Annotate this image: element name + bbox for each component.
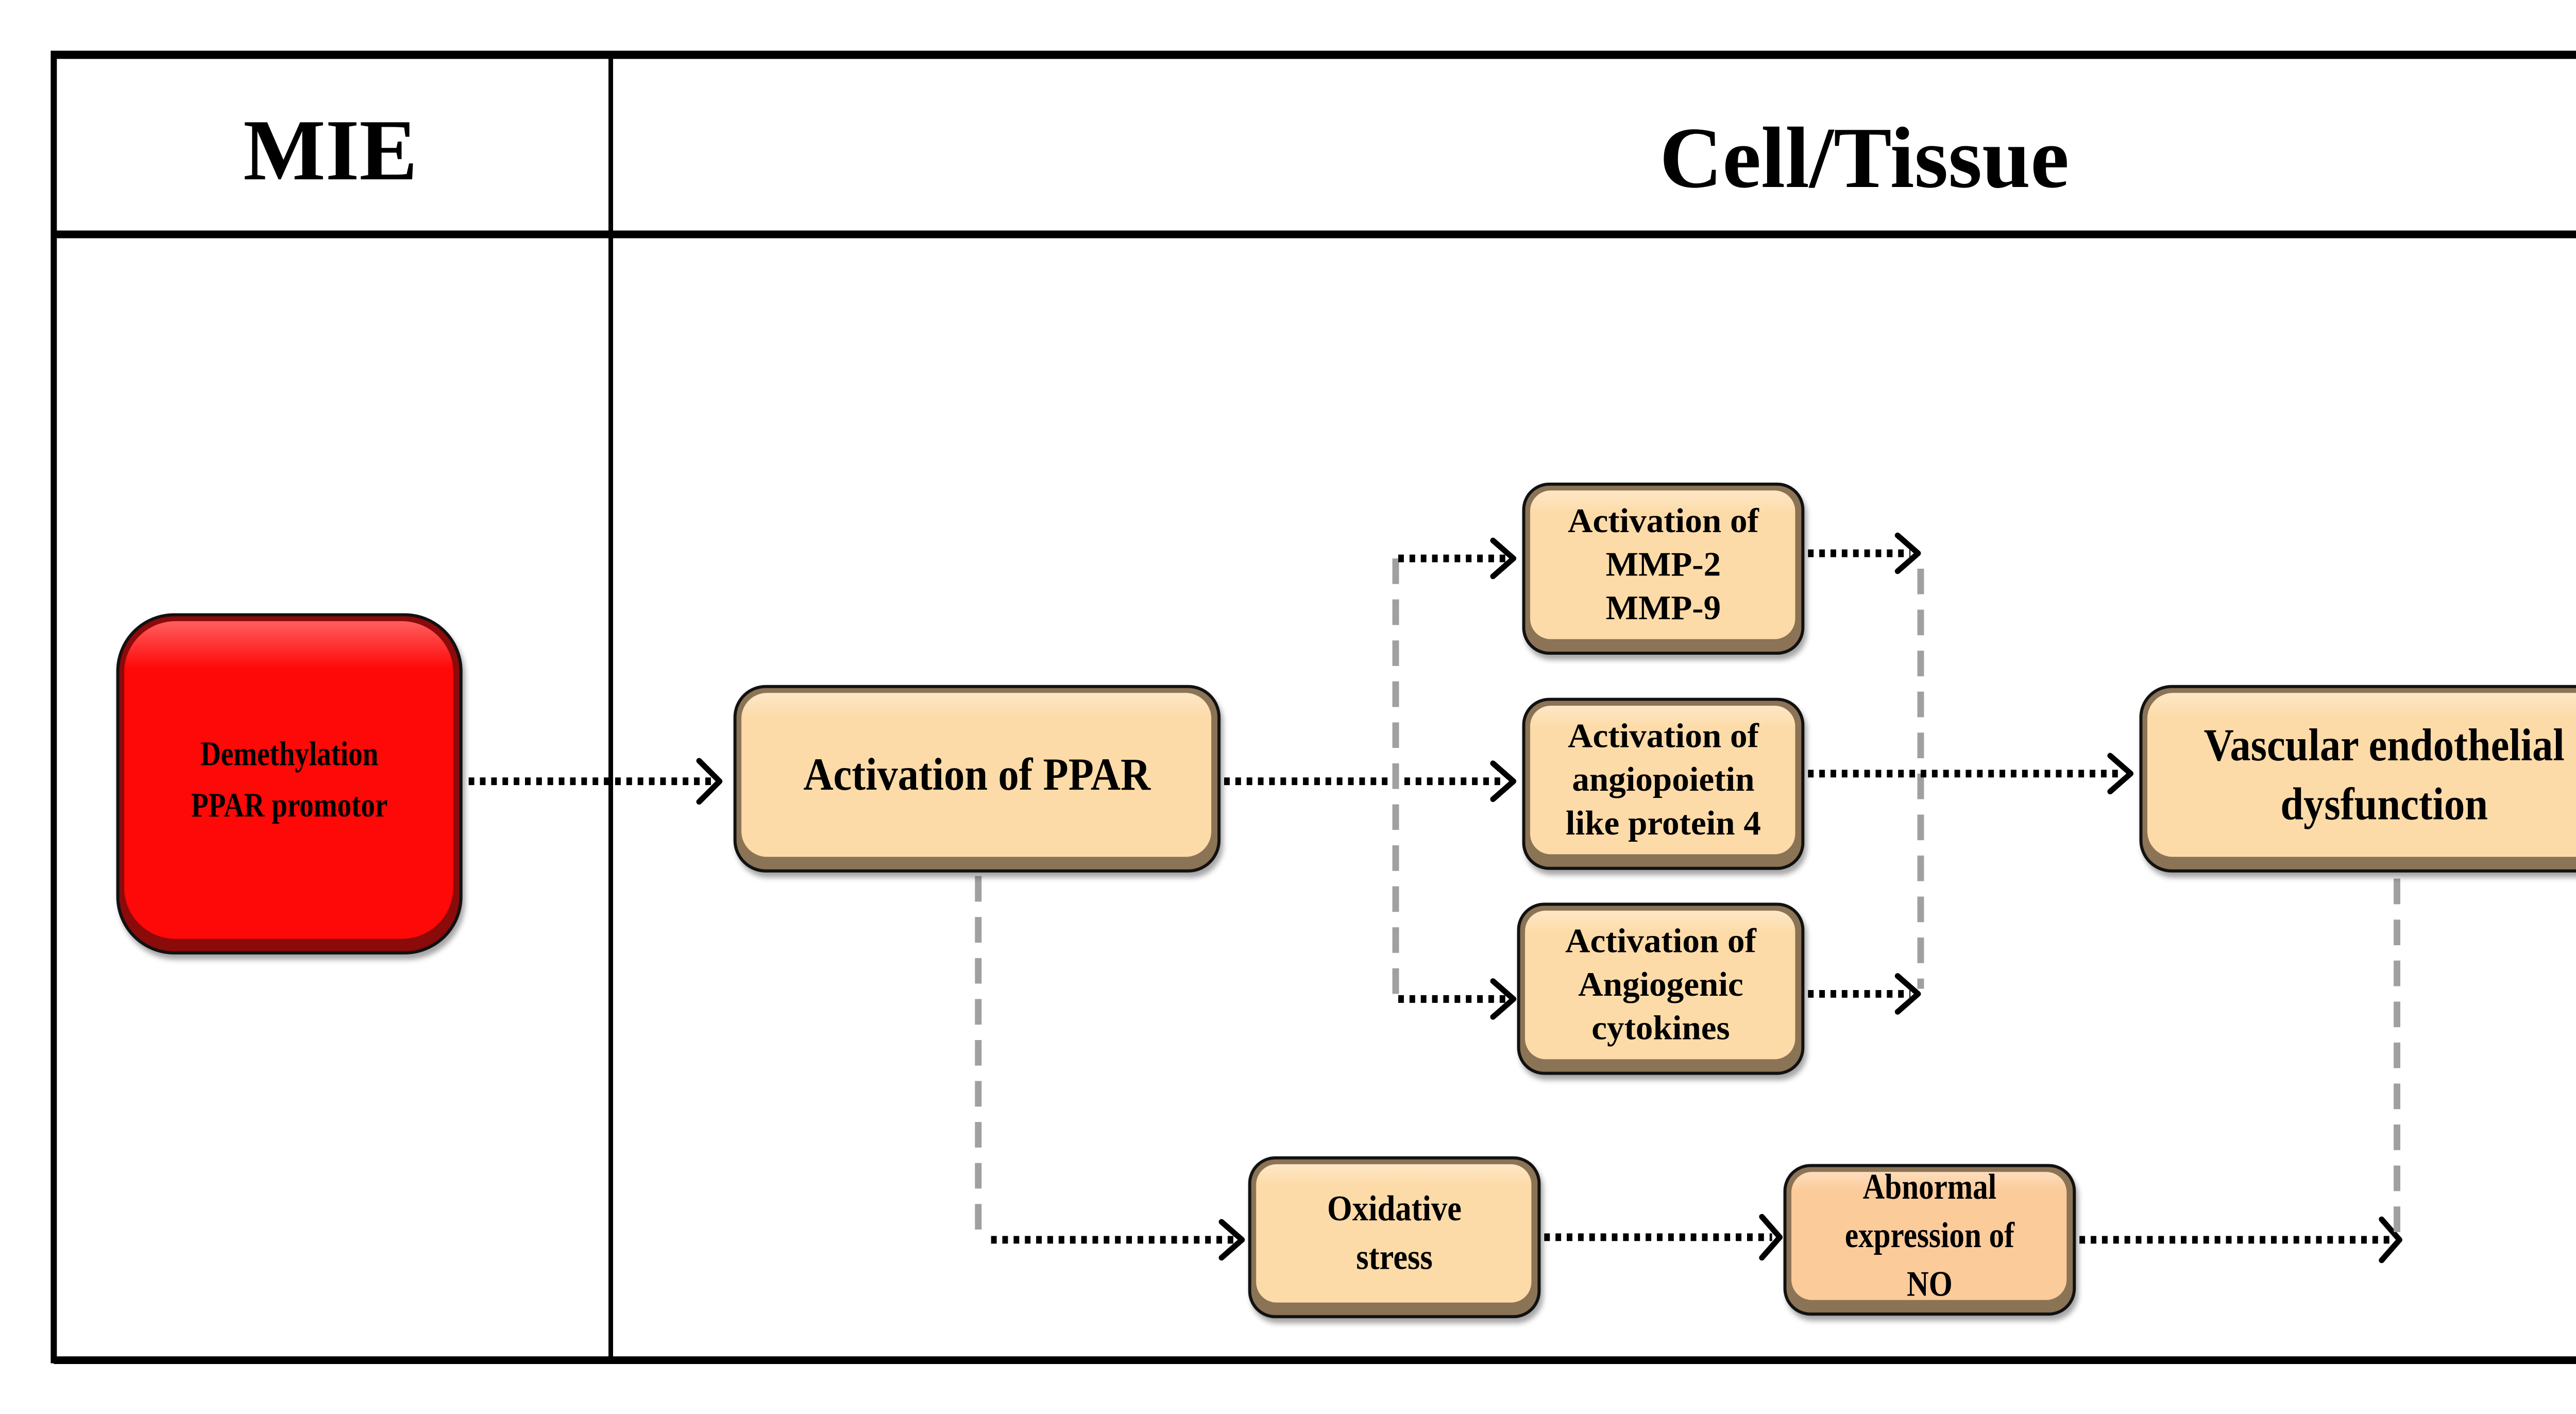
node-vascular: Vascular endothelial dysfunction [2139, 685, 2576, 873]
node-gloss [1791, 1172, 2067, 1300]
node-ppar: Activation of PPAR [733, 685, 1221, 873]
node-label-line: Activation of [1565, 921, 1756, 960]
node-gloss [1530, 490, 1795, 639]
node-label-line: like protein 4 [1566, 804, 1761, 842]
table-frame [50, 50, 2576, 1365]
node-label-line: Activation of [1568, 717, 1759, 755]
arrowhead-icon [1759, 1214, 1783, 1261]
header-cell-tissue: Cell/Tissue [1659, 109, 2069, 206]
node-label-line: expression of [1845, 1215, 2015, 1255]
arrowhead-icon [2107, 753, 2134, 795]
connectors [468, 532, 2402, 1264]
node-label-line: Activation of PPAR [803, 749, 1151, 800]
node-label-line: MMP-2 [1606, 544, 1721, 583]
node-gloss [741, 693, 1212, 857]
arrowhead-icon [1894, 532, 1921, 574]
arrowhead-icon [1894, 973, 1921, 1015]
node-gloss [1525, 910, 1795, 1060]
node-label-line: Vascular endothelial [2204, 720, 2565, 771]
node-oxidative: Oxidative stress [1248, 1156, 1541, 1318]
node-label-line: MMP-9 [1606, 588, 1721, 627]
node-label-line: dysfunction [2280, 778, 2488, 829]
header-mie: MIE [243, 101, 417, 198]
node-label-line: stress [1356, 1238, 1432, 1277]
arrowhead-icon [2379, 1216, 2402, 1264]
node-gloss [2147, 693, 2576, 857]
arrowhead-icon [1490, 978, 1517, 1020]
arrowhead-icon [1490, 537, 1517, 580]
node-gloss [1530, 706, 1795, 855]
node-label-line: Abnormal [1863, 1166, 1997, 1206]
node-label-line: NO [1907, 1264, 1953, 1304]
arrowhead-icon [696, 758, 723, 805]
node-label-line: cytokines [1591, 1009, 1730, 1047]
node-label-line: Angiogenic [1578, 965, 1743, 1003]
arrowhead-icon [1490, 760, 1517, 802]
node-label-line: Demethylation [200, 735, 378, 773]
node-angiopoietin: Activation of angiopoietin like protein 4 [1522, 697, 1805, 870]
node-label-line: PPAR promotor [191, 786, 387, 824]
node-label-line: Oxidative [1327, 1189, 1462, 1229]
node-label-line: angiopoietin [1572, 760, 1754, 798]
node-cytokines: Activation of Angiogenic cytokines [1517, 902, 1805, 1075]
node-no: Abnormal expression of NO [1783, 1164, 2076, 1316]
node-gloss [1256, 1164, 1532, 1303]
node-gloss [124, 621, 453, 939]
arrowhead-icon [1218, 1219, 1245, 1261]
node-label-line: Activation of [1568, 501, 1759, 540]
column-headers: MIE Cell/Tissue Organ Individual [243, 101, 2069, 206]
